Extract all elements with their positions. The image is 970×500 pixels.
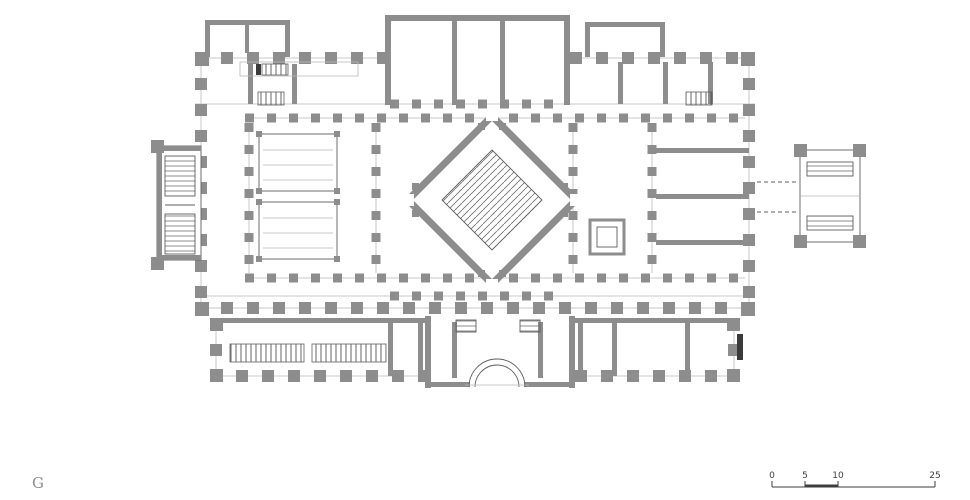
west-stair-tower: [151, 140, 202, 270]
central-stair-hall: [403, 110, 581, 290]
scale-bar: 0 5 10 25: [769, 471, 941, 488]
building-plan: [151, 15, 866, 388]
left-courtyard: [256, 131, 340, 262]
scale-tick-25: 25: [929, 471, 940, 481]
east-portico: [757, 144, 866, 248]
scale-tick-5: 5: [802, 471, 808, 481]
scale-tick-10: 10: [832, 471, 844, 481]
right-courtyard: [588, 218, 626, 256]
south-wing: [229, 319, 541, 388]
scale-tick-0: 0: [769, 471, 775, 481]
walls: [195, 15, 755, 388]
gallery-detail: [239, 61, 359, 77]
stair-combs: [257, 91, 713, 106]
sheet-label: G: [32, 474, 44, 492]
